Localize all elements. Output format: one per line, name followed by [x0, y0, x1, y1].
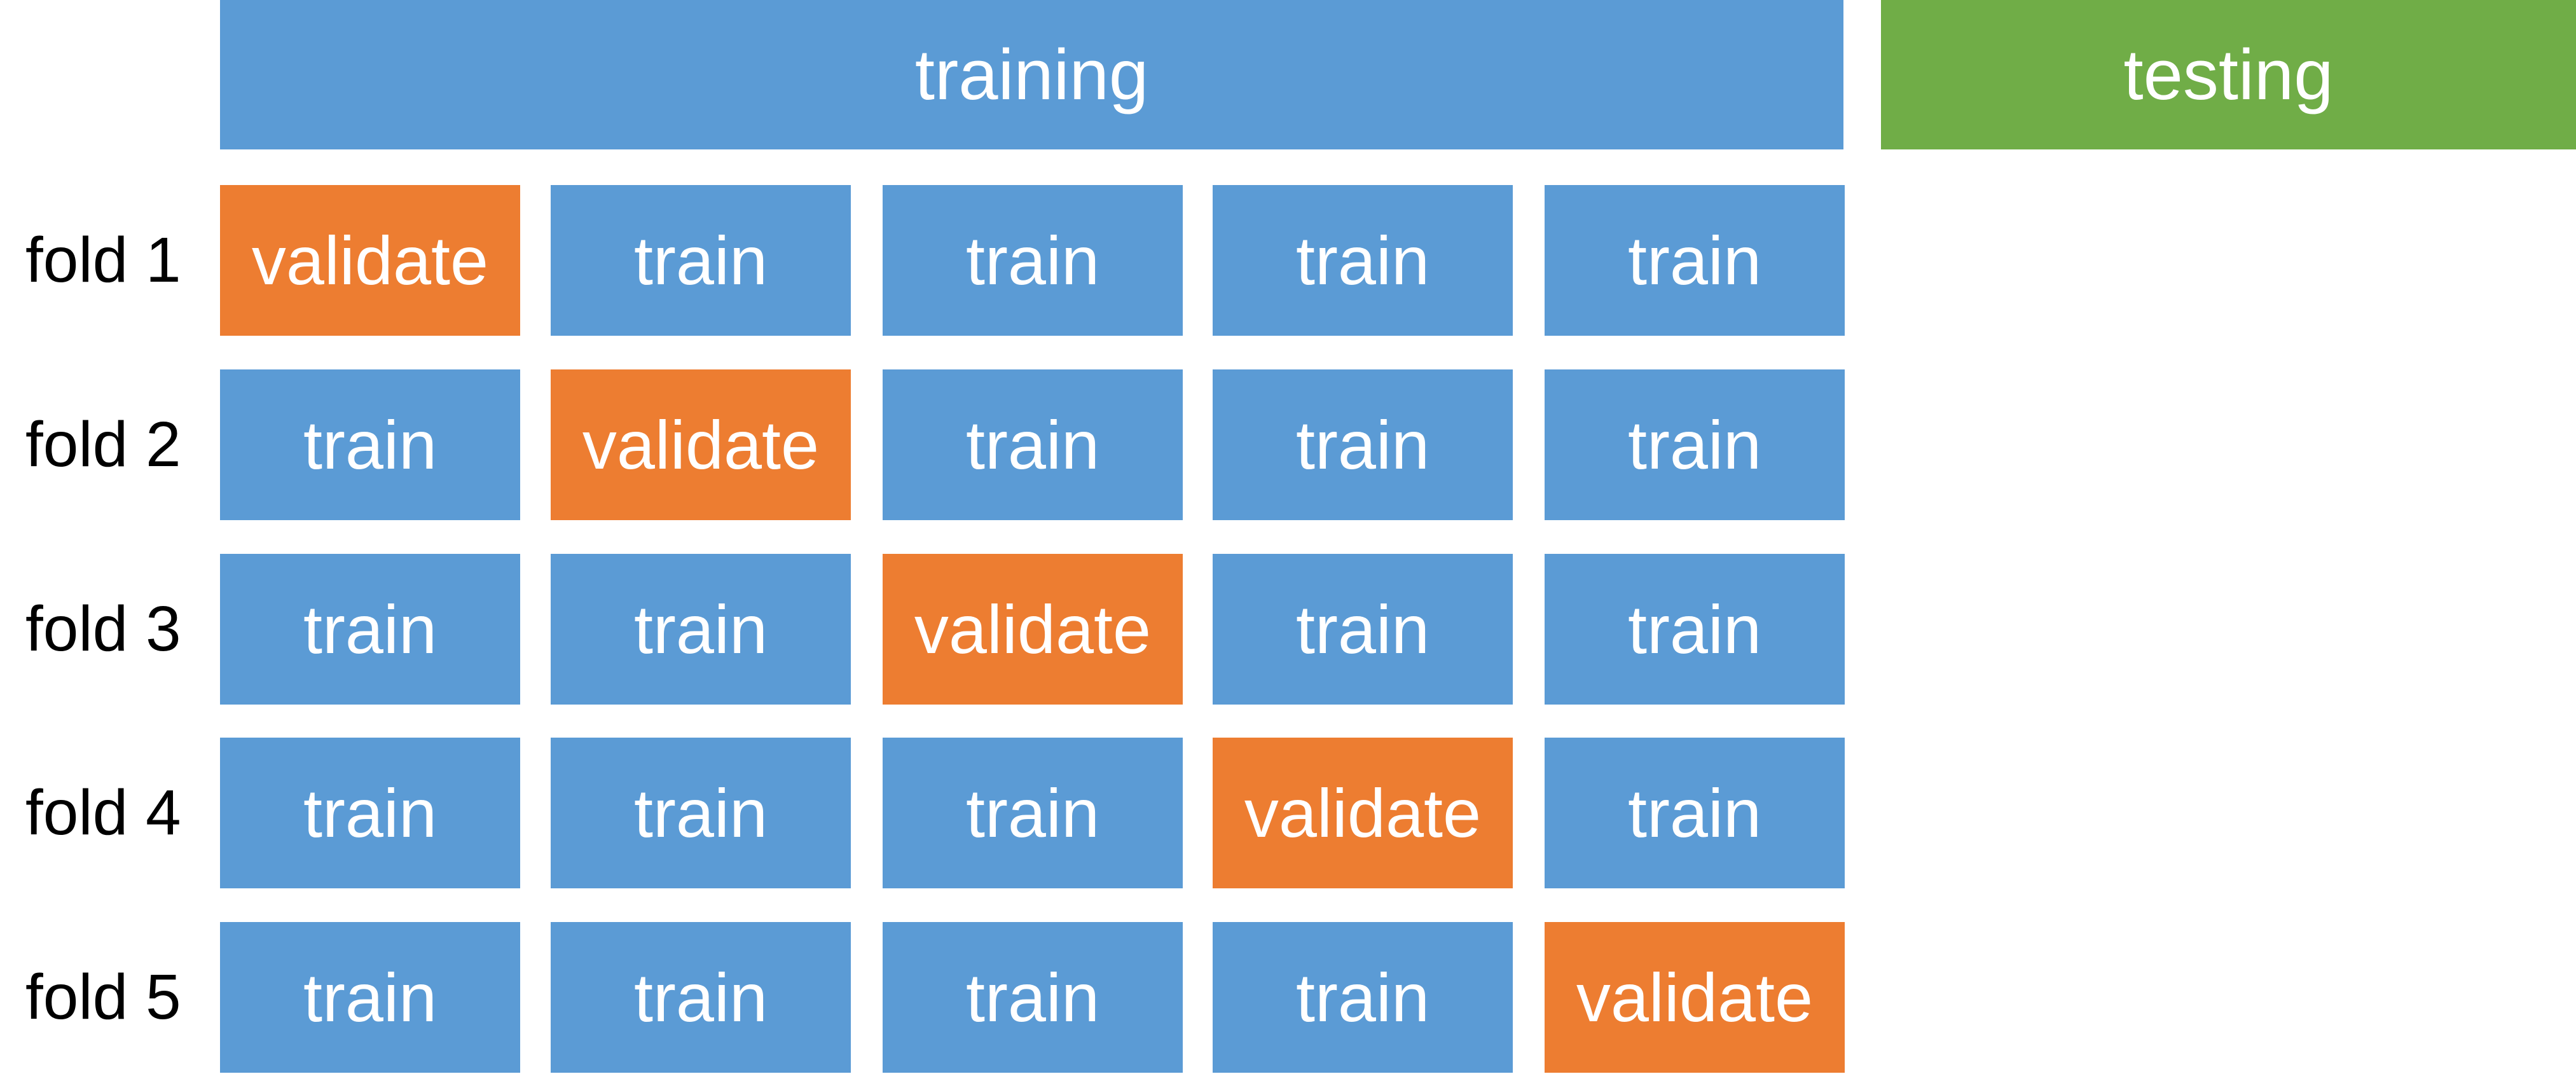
validate-cell: validate — [1545, 922, 1845, 1073]
validate-cell: validate — [1213, 738, 1513, 888]
train-cell: train — [220, 369, 520, 520]
fold-label: fold 1 — [25, 224, 181, 296]
validate-cell: validate — [883, 554, 1183, 705]
testing-block: testing — [1881, 0, 2576, 149]
train-cell: train — [551, 922, 851, 1073]
train-cell: train — [883, 922, 1183, 1073]
train-cell: train — [551, 185, 851, 336]
validate-cell: validate — [551, 369, 851, 520]
train-cell: train — [1545, 369, 1845, 520]
train-cell: train — [220, 554, 520, 705]
train-cell: train — [883, 369, 1183, 520]
train-cell: train — [1213, 185, 1513, 336]
train-cell: train — [220, 922, 520, 1073]
train-cell: train — [1545, 738, 1845, 888]
validate-cell: validate — [220, 185, 520, 336]
train-cell: train — [1213, 369, 1513, 520]
fold-label: fold 2 — [25, 409, 181, 480]
fold-label: fold 3 — [25, 593, 181, 664]
train-cell: train — [551, 738, 851, 888]
train-cell: train — [1545, 185, 1845, 336]
fold-label: fold 4 — [25, 777, 181, 848]
fold-label: fold 5 — [25, 961, 181, 1033]
training-block: training — [220, 0, 1843, 149]
train-cell: train — [883, 185, 1183, 336]
train-cell: train — [1213, 922, 1513, 1073]
train-cell: train — [883, 738, 1183, 888]
train-cell: train — [1213, 554, 1513, 705]
train-cell: train — [1545, 554, 1845, 705]
train-cell: train — [220, 738, 520, 888]
train-cell: train — [551, 554, 851, 705]
